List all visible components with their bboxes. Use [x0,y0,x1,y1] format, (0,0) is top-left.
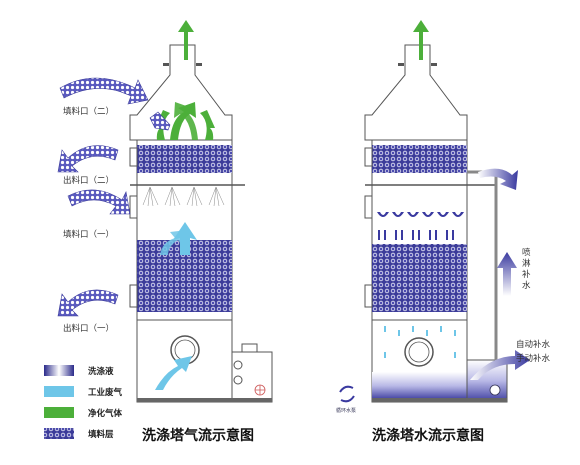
left-exhaust-arrow [160,230,187,255]
spray-refill-label-1: 喷 [522,247,531,258]
right-port-flange [364,195,373,219]
legend: 洗涤液 工业废气 净化气体 填料层 [44,365,123,440]
spray-refill-label-4: 水 [522,280,531,291]
right-lower-packing [372,244,467,312]
left-chimney-flange [163,63,169,66]
refill-arrow [470,350,530,380]
right-drips [384,326,456,358]
left-pump-fan-icon [254,384,266,396]
manual-refill-label: 手动补水 [516,353,551,364]
fill-port-2-label: 填料口（二） [63,106,114,117]
right-port-flange [364,147,373,167]
right-pump-icon [489,384,501,396]
right-clean-gas-arrow [413,20,429,60]
legend-swatch-packing [44,428,74,439]
discharge-port-1-label: 出料口（一） [63,323,114,334]
left-chimney-flange [196,63,202,66]
left-spray-nozzles [142,186,225,207]
left-caption: 洗涤塔气流示意图 [142,427,254,444]
right-chimney-flange [398,63,404,66]
spray-refill-arrow [497,252,517,296]
left-port-flange [129,195,138,219]
right-upper-packing [372,145,467,173]
fill-port-2-arrow [59,77,149,105]
legend-label-clean: 净化气体 [88,408,123,419]
legend-swatch-clean [44,407,74,418]
right-chimney-flange [431,63,437,66]
legend-label-packing: 填料层 [88,429,114,440]
discharge-port-2-label: 出料口（二） [63,175,114,186]
recycle-pump-label: 循环水泵 [336,407,356,414]
fill-port-1-arrow [67,189,131,215]
legend-swatch-exhaust [44,386,74,397]
left-port-flange [129,147,138,167]
left-pump-motor [241,343,258,353]
auto-refill-label: 自动补水 [516,339,551,350]
right-water-pool [372,372,467,400]
right-recirculation-pipe [467,170,498,366]
left-port-flange [129,284,138,308]
discharge-port-1-arrow [57,289,119,317]
right-port-flange [364,284,373,308]
spray-refill-label-2: 淋 [522,258,531,269]
left-pump-gauge [233,375,243,385]
fill-port-1-label: 填料口（一） [63,229,114,240]
right-tower: 循环水泵 喷 淋 补 水 自动补水 手动补水 洗涤塔水流示意图 [336,20,551,444]
left-tower: 填料口（二） 出料口（二） 填料口（一） 出料口（一） 洗涤塔气流示意图 [57,20,273,444]
legend-label-liquid: 洗涤液 [88,366,114,377]
left-exhaust-arrow [173,222,197,255]
left-inlet-exhaust-arrow [155,356,192,390]
right-caption: 洗涤塔水流示意图 [372,427,484,444]
left-clean-gas-arrow [170,102,196,140]
left-clean-gas-arrow [174,102,198,140]
right-base [372,398,507,402]
legend-label-exhaust: 工业废气 [88,387,123,398]
left-clean-gas-arrow [178,20,194,60]
right-chimney [364,44,468,141]
left-pump-gauge [233,360,243,370]
fill-port-2-arrow-tip [149,111,171,131]
left-upper-packing [137,145,232,173]
recycle-pump-icon [339,385,355,403]
right-spray-drops [377,212,464,240]
discharge-port-2-arrow [57,145,119,173]
right-gas-inlet-inner [408,341,430,363]
left-clean-gas-arrow [200,110,215,140]
legend-swatch-liquid [44,365,74,376]
left-base [137,398,272,402]
spray-return-arrow [478,168,518,190]
spray-refill-label-3: 补 [522,269,531,280]
